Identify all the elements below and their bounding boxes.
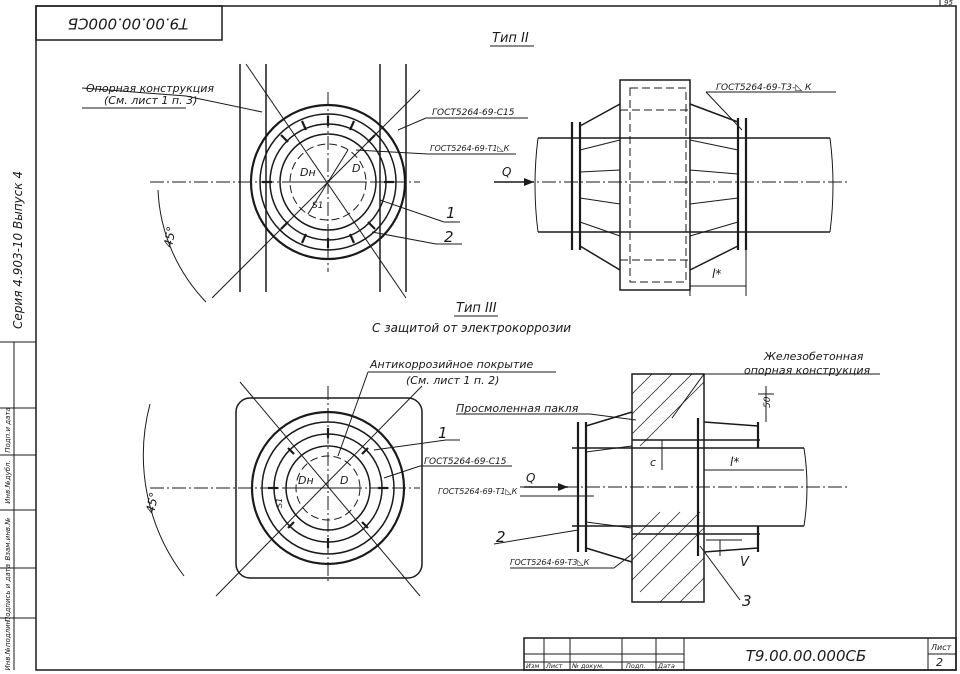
q-label: Q [502, 165, 511, 179]
tb-header-0: Изм [526, 662, 539, 670]
side-cell-2: Взам.инв.№ [4, 517, 12, 560]
weld-t3-label: ГОСТ5264-69-Т3◺К [510, 558, 590, 567]
oakum-label: Просмоленная пакля [456, 402, 579, 415]
rotated-stamp: Т9.00.00.000СБ [35, 5, 223, 41]
type3-title: Тип III [456, 301, 497, 316]
tb-sheet-no: 2 [936, 656, 943, 669]
concrete-label-line2: опорная конструкция [744, 364, 870, 377]
type2-front-view [81, 63, 528, 303]
weld-c15-label: ГОСТ5264-69-С15 [424, 457, 507, 467]
title-block: Изм Лист № докум. Подп. Дата Т9.00.00.00… [523, 637, 957, 671]
q-label: Q [526, 471, 535, 485]
weld-t1-label: ГОСТ5264-69-Т1◺К [438, 487, 518, 496]
type3-side-labels: Железобетонная опорная конструкция Просм… [438, 350, 870, 610]
type2-side-labels: Тип II ГОСТ5264-69-Т3-◺ К Q l* [490, 31, 812, 281]
type3-side-section [456, 373, 880, 603]
tb-header-2: № докум. [571, 662, 604, 670]
type2-front-labels: Опорная конструкция (См. лист 1 п. 3) ГО… [86, 82, 515, 249]
dn-label: Dн [300, 166, 316, 179]
svg-text:95: 95 [944, 0, 953, 7]
d-label: D [352, 162, 360, 175]
type2-title: Тип II [492, 31, 529, 46]
d-label: D [340, 474, 348, 487]
dn-label: Dн [298, 474, 314, 487]
type2-side-view [494, 79, 850, 296]
coating-label-line1: Антикоррозийное покрытие [369, 358, 533, 371]
weld-t1-label: ГОСТ5264-69-Т1◺К [430, 144, 510, 153]
tb-sheet-label: Лист [930, 643, 952, 652]
callout-2: 2 [496, 528, 506, 546]
type3-front-view [142, 371, 556, 597]
svg-text:Т9.00.00.000СБ: Т9.00.00.000СБ [68, 15, 189, 33]
type3-subtitle: С защитой от электрокоррозии [372, 321, 571, 335]
tb-header-4: Дата [657, 662, 675, 670]
weld-t3-label: ГОСТ5264-69-Т3-◺ К [716, 83, 812, 93]
callout-1: 1 [438, 424, 448, 442]
type3-front-labels: Антикоррозийное покрытие (См. лист 1 п. … [143, 358, 533, 515]
c-label: c [650, 456, 656, 469]
l-label: l* [712, 267, 721, 281]
callout-3: 3 [742, 592, 752, 610]
support-label-line1: Опорная конструкция [86, 82, 214, 95]
coating-label-line2: (См. лист 1 п. 2) [406, 374, 499, 387]
series-label: Серия 4.903-10 Выпуск 4 [11, 171, 25, 329]
concrete-label-line1: Железобетонная [763, 350, 864, 363]
corner-sheet-number: 95 [939, 0, 953, 7]
type3-titles: Тип III С защитой от электрокоррозии [372, 301, 571, 335]
s1-label: S1 [275, 498, 284, 508]
s1-label: S1 [312, 201, 323, 211]
side-cell-0: Инв.№подлин. [4, 618, 12, 671]
view-v-label: V [740, 555, 750, 570]
side-margin: Серия 4.903-10 Выпуск 4 Инв.№подлин. Под… [4, 171, 25, 670]
dim-50-label: 50 [763, 396, 773, 408]
tb-header-1: Лист [545, 662, 563, 670]
tb-header-3: Подп. [626, 662, 646, 670]
angle-label: 45° [161, 225, 178, 248]
l-label: l* [730, 455, 739, 469]
angle-label: 45° [143, 491, 161, 515]
tb-code: Т9.00.00.000СБ [746, 647, 867, 665]
support-label-line2: (См. лист 1 п. 3) [104, 94, 197, 107]
side-cell-1: Подпись и дата [4, 564, 12, 622]
weld-c15-label: ГОСТ5264-69-С15 [432, 108, 515, 118]
callout-2: 2 [444, 228, 454, 246]
side-cell-4: Подп.и дата [4, 407, 12, 452]
side-cell-3: Инв.№дубл. [4, 460, 12, 503]
sheet-frame [0, 5, 957, 671]
callout-1: 1 [446, 204, 456, 222]
